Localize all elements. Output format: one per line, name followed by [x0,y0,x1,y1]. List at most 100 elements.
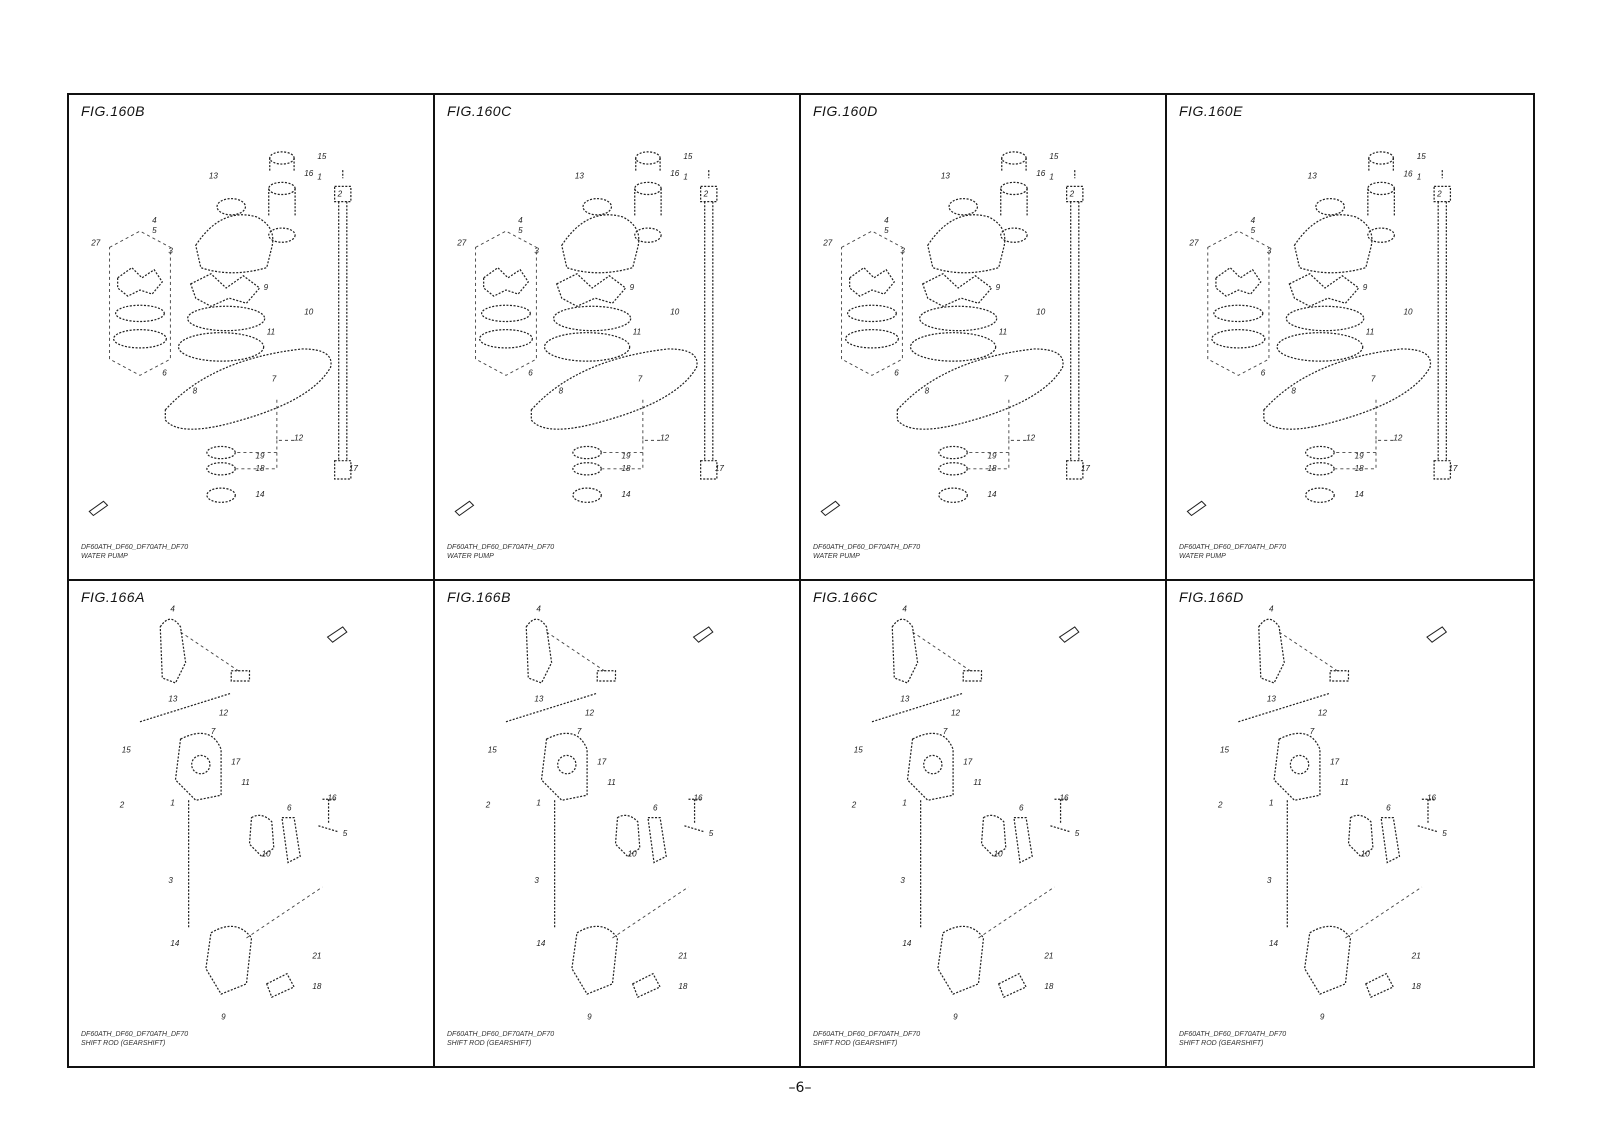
part-callout: 18 [1412,981,1422,990]
seal-icon [1000,227,1028,243]
kit-gasket-icon [113,329,167,349]
seal-icon [634,227,662,243]
seal-3-icon [572,487,602,503]
part-callout: 6 [1019,803,1024,812]
part-callout: 6 [653,803,658,812]
figure-title: FIG.166A [81,588,145,605]
base-plate-icon [530,348,698,430]
part-callout: 8 [193,387,198,396]
part-callout: 16 [304,169,314,178]
part-callout: 16 [1060,793,1069,802]
kit-outline-icon [841,230,903,376]
part-callout: 10 [994,849,1003,858]
figure-title: FIG.166B [447,588,511,605]
part-callout: 10 [1404,307,1414,316]
part-callout: 16 [1404,169,1414,178]
fwd-arrow-icon [454,500,475,517]
page-number: –6– [788,1080,812,1096]
part-callout: 7 [1004,374,1009,383]
grommet-body [1001,157,1027,172]
grommet-icon [1368,151,1394,165]
plate-icon [919,305,998,332]
leader-line [546,631,608,673]
lower-bracket-icon [1303,925,1352,995]
part-callout: 17 [597,757,606,766]
figure-title: FIG.160E [1179,103,1243,119]
part-callout: 3 [534,875,539,884]
clip-icon [596,669,617,682]
part-callout: 4 [536,604,541,613]
leader-lines [602,399,661,470]
cam-icon [1347,814,1374,857]
lever-hole-icon [923,754,943,774]
part-callout: 13 [1308,171,1318,180]
washer-icon [997,972,1027,998]
part-callout: 19 [256,452,266,461]
link-icon [281,816,301,863]
sleeve-icon [634,181,662,196]
part-callout: 10 [1036,307,1046,316]
part-callout: 13 [209,171,219,180]
part-callout: 21 [1411,951,1421,960]
seal-2-icon [572,462,602,476]
bracket-icon [159,618,187,684]
part-callout: 6 [1261,368,1266,377]
part-callout: 8 [559,387,564,396]
seal-3-icon [938,487,968,503]
part-callout: 14 [1355,490,1365,499]
part-callout: 6 [1386,803,1391,812]
part-callout: 10 [262,849,271,858]
part-callout: 15 [1220,745,1230,754]
hose-icon [1433,170,1452,480]
part-callout: 9 [996,283,1001,292]
part-callout: 7 [1371,374,1376,383]
leader-lines [1335,399,1394,470]
base-plate-icon [164,348,332,430]
seal-3-icon [206,487,236,503]
sleeve-body [634,188,662,217]
part-callout: 21 [1043,951,1053,960]
fwd-arrow-icon [1058,625,1080,643]
part-callout: 3 [900,246,905,255]
shift-lever-icon [1273,732,1321,801]
sleeve-icon [1000,181,1028,196]
kit-outline-icon [475,230,537,376]
part-callout: 14 [256,490,266,499]
part-callout: 5 [152,226,157,235]
part-callout: 4 [518,216,523,225]
lower-bracket-icon [571,925,619,995]
washer-icon [265,972,295,998]
lever-hole-icon [1289,754,1310,774]
part-callout: 2 [851,800,857,809]
part-callout: 13 [900,694,909,703]
part-callout: 3 [900,875,905,884]
lever-hole-icon [557,754,577,774]
part-callout: 21 [311,951,321,960]
part-callout: 1 [1417,172,1422,181]
shift-lever-icon [174,732,222,801]
base-plate-icon [1263,348,1432,430]
part-callout: 12 [1026,433,1036,442]
part-callout: 15 [1417,152,1427,161]
part-callout: 10 [670,307,680,316]
part-callout: 12 [660,433,670,442]
figure-title: FIG.160B [81,103,145,119]
part-callout: 14 [902,939,911,948]
part-callout: 16 [1036,169,1046,178]
part-callout: 12 [1393,433,1403,442]
seal-2-icon [938,462,968,476]
part-callout: 3 [534,246,539,255]
part-callout: 15 [1049,152,1059,161]
part-callout: 1 [170,798,175,807]
sleeve-body [268,188,296,217]
grommet-body [635,157,661,172]
case-top-icon [582,197,613,216]
part-callout: 14 [170,939,179,948]
